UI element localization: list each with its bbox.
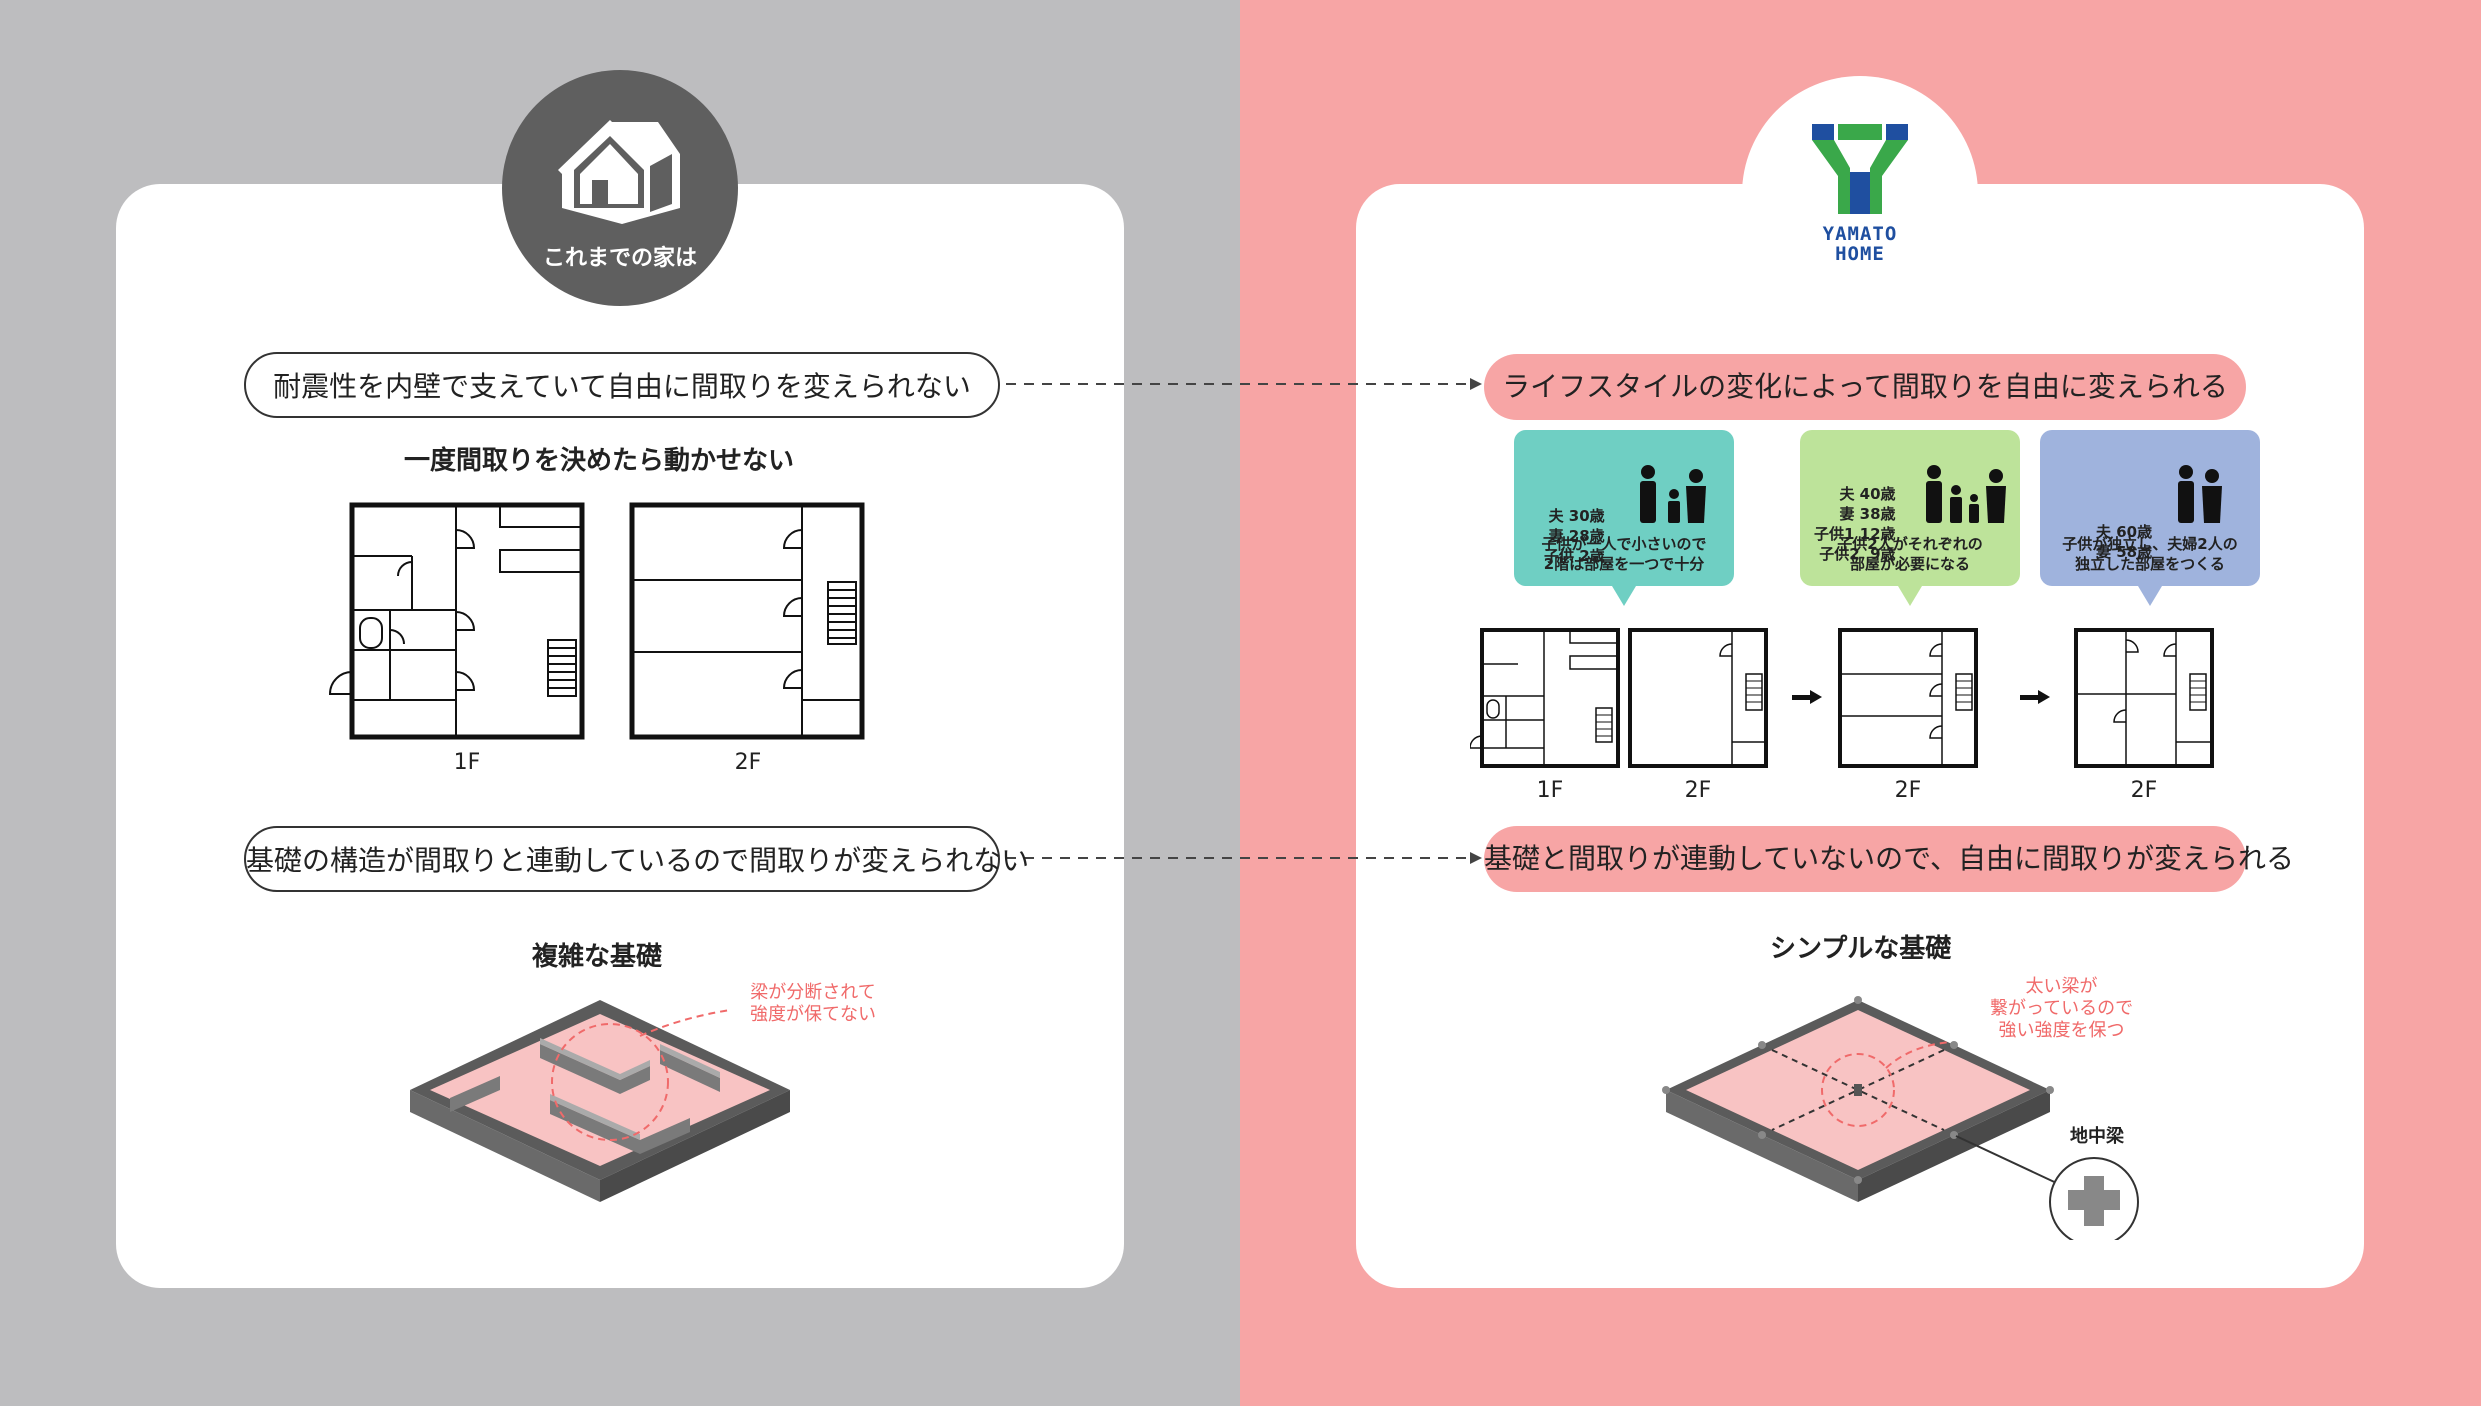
right-2f-label-b: 2F	[1894, 778, 1922, 803]
left-foundation-note: 梁が分断されて 強度が保てない	[750, 982, 876, 1026]
right-note-line-3: 強い強度を保つ	[1998, 1020, 2125, 1041]
right-2f-label-c: 2F	[2130, 778, 2158, 803]
bubble-tail	[1612, 586, 1636, 606]
stage-2-desc: 子供2人がそれぞれの部屋が必要になる	[1837, 535, 1983, 573]
simple-foundation-diagram	[1662, 996, 2139, 1240]
ground-beam-label: 地中梁	[2070, 1126, 2124, 1147]
logo-line-2: HOME	[1835, 243, 1885, 265]
stage-2-ages: 夫 40歳妻 38歳子供1 12歳子供2 9歳	[1814, 485, 1896, 563]
family-icon	[1926, 465, 2006, 523]
bubble-tail	[1898, 586, 1922, 606]
stage-bubble-3: 夫 60歳妻 58歳 子供が独立し、夫婦2人の独立した部屋をつくる	[2040, 430, 2260, 606]
yamato-home-logo-text: YAMATO HOME	[1742, 224, 1978, 264]
left-2f-label: 2F	[734, 750, 762, 775]
conventional-house-badge: これまでの家は	[502, 70, 738, 306]
stage-3-desc: 子供が独立し、夫婦2人の独立した部屋をつくる	[2062, 535, 2238, 573]
badge-label: これまでの家は	[542, 246, 697, 271]
stage-bubble-2: 夫 40歳妻 38歳子供1 12歳子供2 9歳 子供2人がそれぞれの部屋が必要に…	[1800, 430, 2020, 606]
left-statement-1: 耐震性を内壁で支えていて自由に間取りを変えられない	[244, 352, 1000, 418]
left-1f-label: 1F	[453, 750, 481, 775]
right-note-line-1: 太い梁が	[2025, 976, 2098, 997]
left-plan-caption: 一度間取りを決めたら動かせない	[404, 446, 795, 476]
left-floor-plans	[328, 502, 865, 740]
couple-icon	[2178, 465, 2222, 523]
house-icon	[558, 120, 680, 224]
stage-1-ages: 夫 30歳妻 28歳子供 2歳	[1544, 507, 1605, 565]
right-statement-2: 基礎と間取りが連動していないので、自由に間取りが変えられる	[1484, 826, 2294, 892]
family-icon	[1640, 465, 1706, 523]
left-note-line-1: 梁が分断されて	[750, 982, 876, 1003]
right-2f-label-a: 2F	[1684, 778, 1712, 803]
right-note-line-2: 繋がっているので	[1990, 998, 2134, 1019]
right-1f-label: 1F	[1536, 778, 1564, 803]
yamato-logo-icon	[1812, 124, 1908, 214]
left-foundation-caption: 複雑な基礎	[532, 942, 663, 972]
right-foundation-caption: シンプルな基礎	[1770, 934, 1952, 964]
logo-line-1: YAMATO	[1822, 223, 1898, 245]
left-note-line-2: 強度が保てない	[750, 1004, 876, 1025]
yamato-home-badge: YAMATO HOME	[1742, 76, 1978, 312]
right-foundation-note: 太い梁が 繋がっているので 強い強度を保つ	[1990, 976, 2133, 1042]
complex-foundation-diagram	[410, 1000, 790, 1202]
bubble-tail	[2138, 586, 2162, 606]
right-statement-1: ライフスタイルの変化によって間取りを自由に変えられる	[1484, 354, 2246, 420]
stage-3-ages: 夫 60歳妻 58歳	[2096, 523, 2153, 561]
right-floor-plans	[1470, 628, 2214, 768]
left-statement-2: 基礎の構造が間取りと連動しているので間取りが変えられない	[244, 826, 1029, 892]
